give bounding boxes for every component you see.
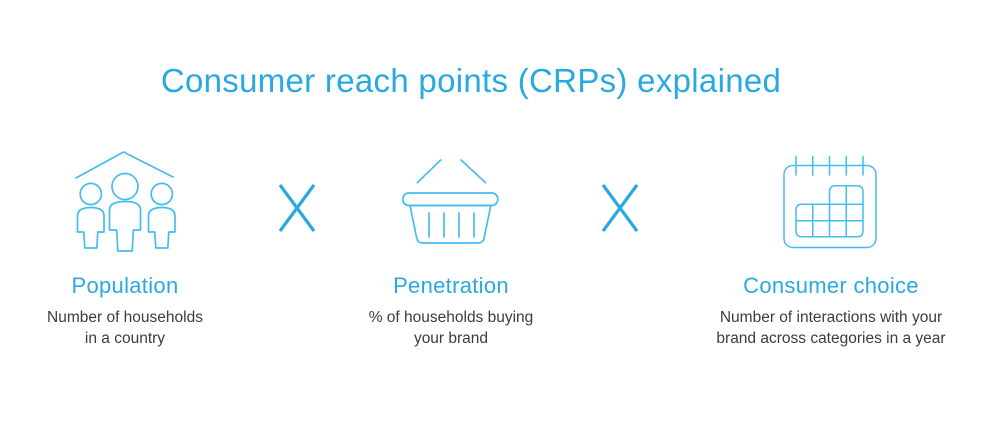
- penetration-factor: Penetration % of households buying your …: [340, 273, 562, 349]
- multiply-icon: [600, 183, 640, 233]
- page-title: Consumer reach points (CRPs) explained: [160, 62, 782, 99]
- population-factor: Population Number of households in a cou…: [15, 273, 235, 349]
- household-population-icon: [75, 151, 176, 252]
- multiply-icon: [277, 183, 317, 233]
- roof-line: [75, 151, 174, 179]
- factor-description: Number of households in a country: [47, 309, 203, 347]
- factor-description: % of households buying your brand: [368, 309, 534, 347]
- factor-label: Consumer choice: [743, 273, 919, 298]
- calendar-grid-icon: [783, 155, 877, 249]
- consumer-choice-factor: Consumer choice Number of interactions w…: [664, 273, 998, 349]
- factor-label: Penetration: [393, 273, 509, 298]
- factor-description: Number of interactions with your brand a…: [716, 309, 946, 347]
- factor-label: Population: [71, 273, 179, 298]
- shopping-basket-icon: [401, 157, 499, 244]
